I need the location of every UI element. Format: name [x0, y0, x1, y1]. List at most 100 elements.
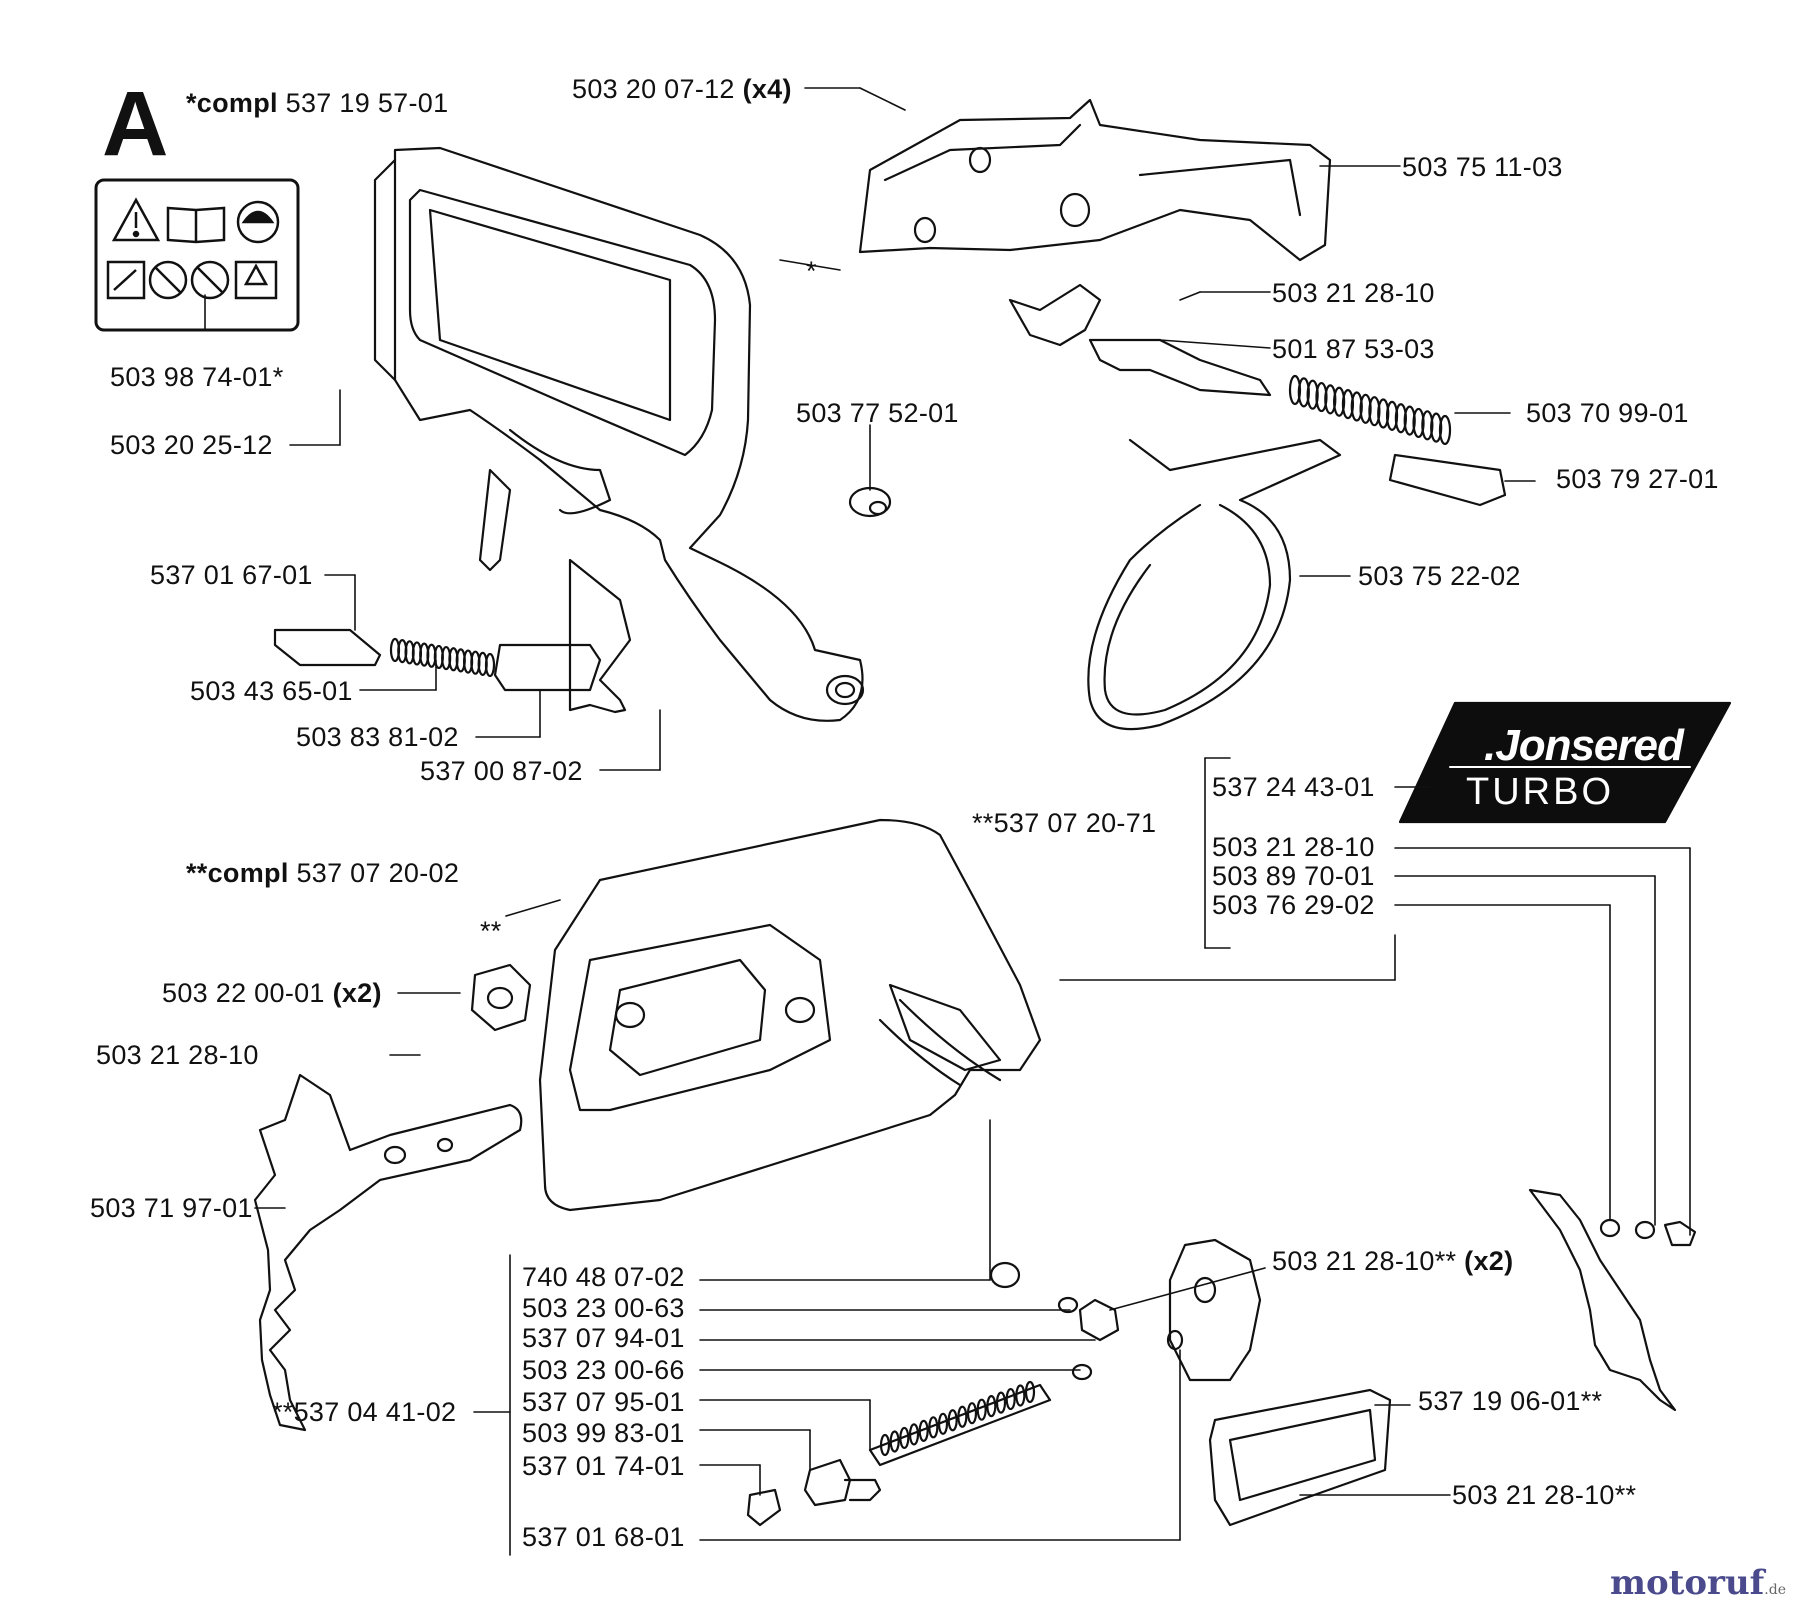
coil-turn — [1015, 1384, 1026, 1407]
coil-turn — [1324, 384, 1337, 415]
coil-turn — [1377, 398, 1390, 429]
coil-turn — [899, 1426, 910, 1450]
label-503-75-11-03: 503 75 11-03 — [1402, 152, 1563, 182]
coil-turn — [1394, 403, 1407, 434]
coil-turn — [1005, 1387, 1016, 1411]
brand-name: .Jonsered — [1484, 721, 1684, 770]
coil-turn — [995, 1391, 1007, 1414]
label-537-04-41-02: **537 04 41-02 — [272, 1397, 457, 1427]
label-740-48-07-02: 740 48 07-02 — [522, 1262, 685, 1292]
no-hand-icon — [190, 260, 230, 300]
coil-turn — [889, 1430, 900, 1453]
protective-gear-icon — [234, 260, 278, 300]
coil-turn — [976, 1398, 987, 1421]
label-503-71-97-01: 503 71 97-01 — [90, 1193, 253, 1223]
coil-turn — [947, 1409, 958, 1432]
main-guard-part — [538, 818, 1042, 1212]
spike-plate-part — [253, 1073, 523, 1432]
label-503-20-25-12: 503 20 25-12 — [110, 430, 273, 460]
bottom-assembly-label: **compl 537 07 20-02 — [186, 858, 459, 888]
part-qty: (x2) — [332, 978, 382, 1008]
label-503-23-00-66: 503 23 00-66 — [522, 1355, 685, 1385]
label-537-19-06-01: 537 19 06-01** — [1418, 1386, 1603, 1416]
bottom-assembly-number: 537 07 20-02 — [296, 858, 460, 888]
part-number: 503 21 28-10** — [1272, 1246, 1457, 1276]
brand-plate-bg — [1398, 701, 1732, 824]
part-number: 503 22 00-01 — [162, 978, 325, 1008]
part-number: 503 20 07-12 — [572, 74, 735, 104]
coil-turn — [908, 1423, 920, 1446]
bumper-plate-part — [1208, 1388, 1392, 1527]
helmet-icon — [236, 200, 280, 244]
top-assembly-prefix: *compl — [186, 88, 278, 118]
warning-triangle-icon — [111, 197, 161, 242]
coil-turn — [879, 1433, 891, 1457]
brake-band-part — [1087, 438, 1342, 731]
right-spike-part — [1528, 1188, 1697, 1412]
top-assembly-label: *compl 537 19 57-01 — [186, 88, 448, 118]
label-503-22-00-01: 503 22 00-01 (x2) — [162, 978, 382, 1008]
label-503-23-00-63: 503 23 00-63 — [522, 1293, 685, 1323]
no-cut-icon — [148, 260, 188, 300]
label-537-07-20-71: **537 07 20-71 — [972, 808, 1157, 838]
coil-turn — [918, 1419, 929, 1442]
site-tld: .de — [1764, 1582, 1786, 1598]
top-assembly-number: 537 19 57-01 — [285, 88, 449, 118]
coil-turn — [1385, 400, 1399, 431]
part-qty: (x2) — [1464, 1246, 1514, 1276]
leader-lines — [204, 87, 1691, 1556]
coil-turn — [1421, 410, 1434, 441]
coil-turn — [1306, 379, 1319, 410]
coil-turn — [1024, 1380, 1036, 1404]
coil-turn — [966, 1402, 978, 1425]
coil-turn — [1438, 414, 1452, 446]
label-503-21-28-10-d: 503 21 28-10** (x2) — [1272, 1246, 1513, 1276]
coil-turn — [1368, 396, 1381, 427]
coil-turn — [1350, 391, 1363, 422]
label-star-top: * — [806, 256, 817, 286]
label-503-21-28-10-c: 503 21 28-10 — [96, 1040, 259, 1070]
label-503-21-28-10-b: 503 21 28-10 — [1212, 832, 1375, 862]
coil-turn — [1341, 389, 1355, 420]
coil-turn — [928, 1416, 939, 1439]
label-503-77-52-01: 503 77 52-01 — [796, 398, 959, 428]
coil-turn — [1359, 393, 1372, 424]
label-503-21-28-10-a: 503 21 28-10 — [1272, 278, 1435, 308]
left-small-parts — [273, 558, 632, 714]
brand-model: TURBO — [1466, 771, 1614, 813]
adjuster-screw-part — [746, 1261, 1120, 1527]
label-503-21-28-10-e: 503 21 28-10** — [1452, 1480, 1637, 1510]
label-star-bottom: ** — [480, 916, 502, 946]
coil-turn — [484, 652, 496, 678]
coil-turn — [1412, 407, 1425, 439]
label-503-89-70-01: 503 89 70-01 — [1212, 861, 1375, 891]
nut-part — [470, 963, 532, 1032]
spring-part — [1288, 374, 1452, 446]
coil-turn — [1288, 374, 1302, 406]
warning-decal-part — [94, 178, 300, 332]
label-503-75-22-02: 503 75 22-02 — [1358, 561, 1521, 591]
site-name: motoruf — [1610, 1563, 1765, 1603]
label-503-20-07-12: 503 20 07-12 (x4) — [572, 74, 792, 104]
label-503-83-81-02: 503 83 81-02 — [296, 722, 459, 752]
bushing-part — [848, 486, 892, 518]
manual-book-icon — [166, 206, 226, 244]
label-537-01-67-01: 537 01 67-01 — [150, 560, 313, 590]
label-537-07-95-01: 537 07 95-01 — [522, 1387, 685, 1417]
part-qty: (x4) — [742, 74, 792, 104]
coil-turn — [1297, 377, 1310, 408]
label-503-98-74-01: 503 98 74-01* — [110, 362, 284, 392]
chain-guard-top-part — [858, 98, 1332, 262]
label-537-01-68-01: 537 01 68-01 — [522, 1522, 685, 1552]
cam-part — [1388, 453, 1507, 507]
label-503-76-29-02: 503 76 29-02 — [1212, 890, 1375, 920]
cover-plate-part — [1166, 1238, 1262, 1382]
label-537-00-87-02: 537 00 87-02 — [420, 756, 583, 786]
label-503-70-99-01: 503 70 99-01 — [1526, 398, 1689, 428]
section-letter: A — [102, 73, 169, 175]
coil-turn — [1315, 381, 1328, 413]
front-handle-part — [373, 146, 865, 722]
label-537-01-74-01: 537 01 74-01 — [522, 1451, 685, 1481]
no-kickback-icon — [106, 260, 146, 300]
